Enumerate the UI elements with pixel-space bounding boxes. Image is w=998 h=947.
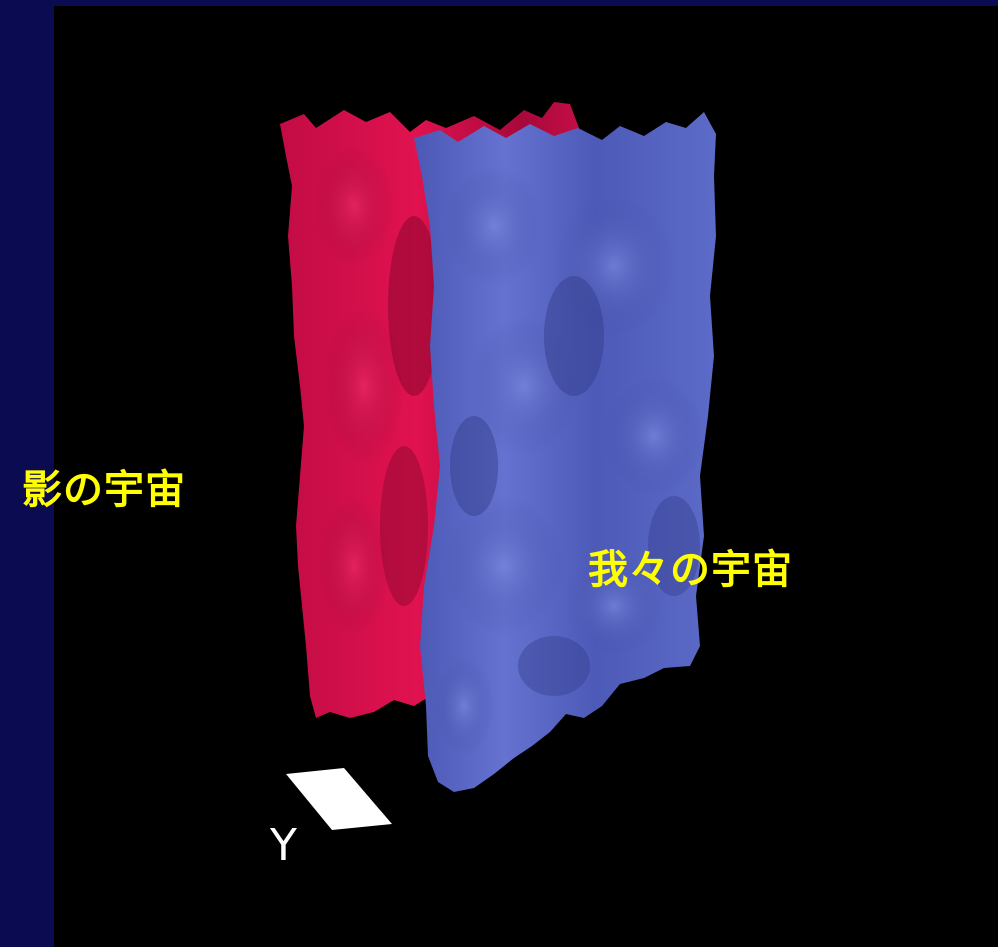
brane-visualization (280, 102, 716, 830)
render-viewport: Y (54, 6, 998, 947)
axis-plane-icon (286, 768, 392, 830)
axis-label-y: Y (270, 820, 297, 871)
our-universe-label: 我々の宇宙 (588, 547, 793, 593)
shadow-universe-label: 影の宇宙 (22, 467, 186, 513)
